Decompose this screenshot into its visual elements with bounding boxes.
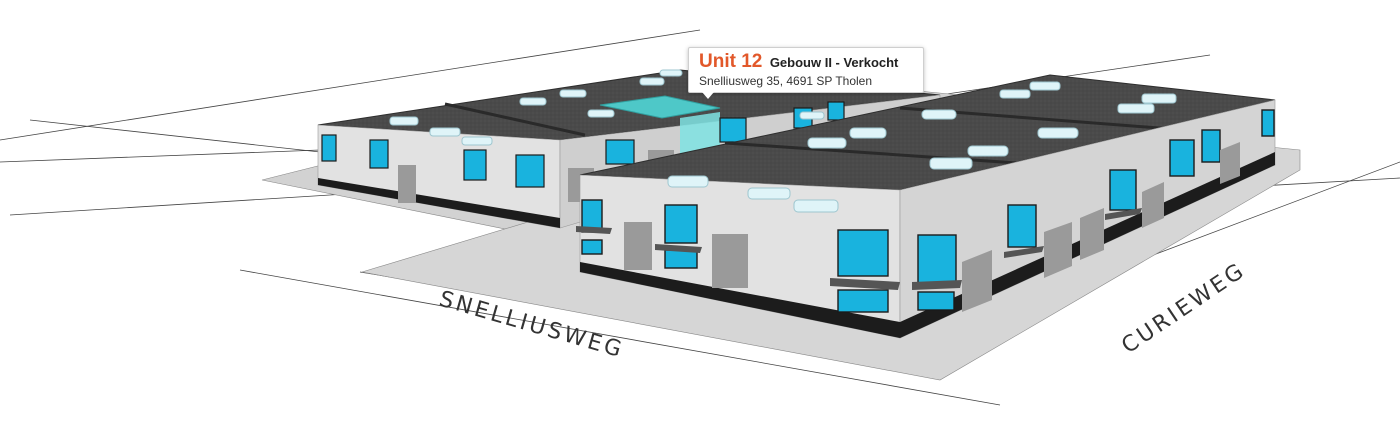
building-front-skylights (667, 81, 1177, 213)
building-back-skylights (389, 69, 825, 146)
building-front-canopies (576, 208, 1142, 290)
street-label-curieweg: CURIEWEG (1117, 258, 1250, 359)
unit-tooltip[interactable]: Unit 12 Gebouw II - Verkocht Snelliusweg… (688, 47, 924, 93)
unit-status: Gebouw II - Verkocht (769, 55, 899, 70)
unit-address: Snelliusweg 35, 4691 SP Tholen (699, 74, 873, 88)
building-front-windows (581, 109, 1275, 313)
tooltip-pointer (702, 92, 714, 99)
building-back-windows (321, 101, 845, 188)
building-front-doors (624, 142, 1240, 312)
unit-12-highlight[interactable] (599, 95, 721, 119)
unit-title: Unit 12 (699, 51, 763, 72)
building-front[interactable] (576, 74, 1276, 339)
tooltip-title-line: Unit 12 Gebouw II - Verkocht (699, 52, 913, 73)
